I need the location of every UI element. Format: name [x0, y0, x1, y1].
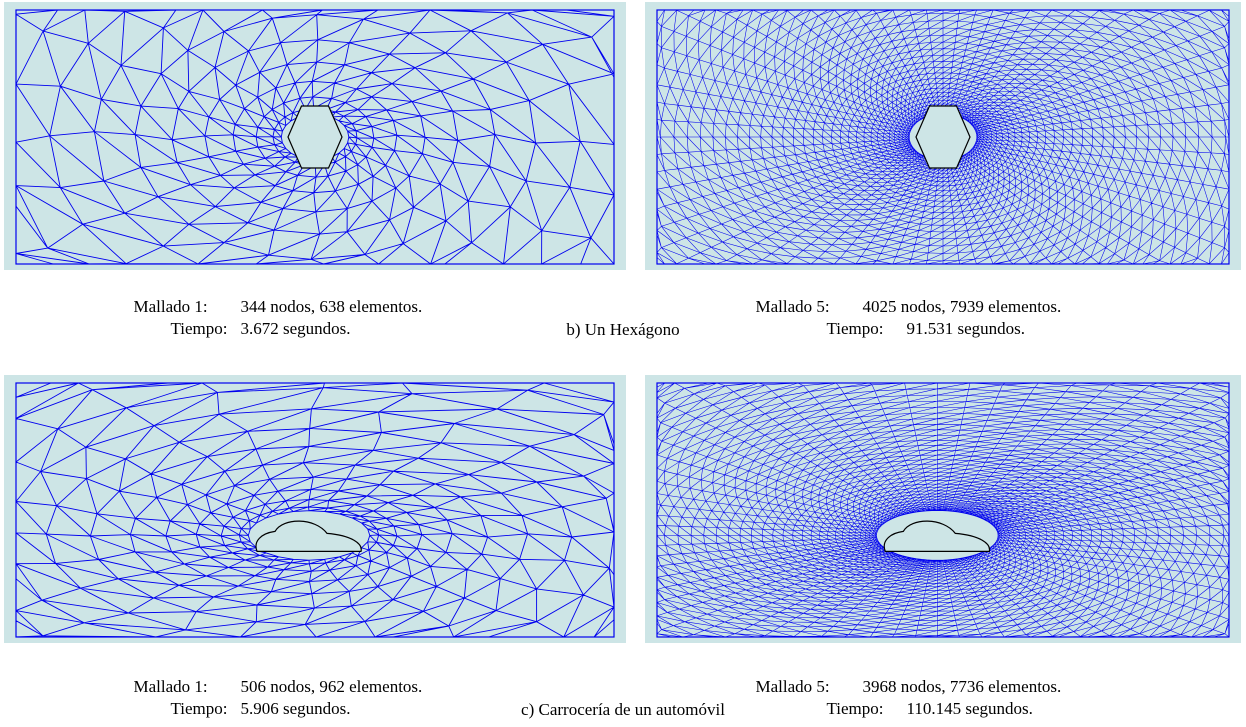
mesh-info: 4025 nodos, 7939 elementos.: [862, 297, 1062, 316]
time-caption: Tiempo: 110.145 segundos.: [818, 676, 1033, 720]
time-label: Tiempo:: [826, 699, 884, 718]
mesh-caption: Mallado 5: 3968 nodos, 7736 elementos.: [747, 654, 1062, 698]
time-caption: Tiempo: 91.531 segundos.: [818, 296, 1026, 340]
mesh-label: Mallado 1:: [133, 677, 208, 696]
domain-boundary: [656, 9, 1230, 265]
mesh-panel-car-fine: [645, 375, 1241, 643]
section-caption-car: c) Carrocería de un automóvil: [521, 700, 725, 719]
mesh-panel-car-coarse: [4, 375, 626, 643]
time-value: 3.672 segundos.: [240, 319, 351, 338]
domain-boundary: [15, 382, 615, 638]
mesh-label: Mallado 5:: [755, 677, 830, 696]
mesh-panel-hexagon-coarse: [4, 2, 626, 270]
mesh-figure: [4, 375, 626, 643]
hexagon-obstacle: [287, 105, 343, 169]
mesh-label: Mallado 5:: [755, 297, 830, 316]
domain-boundary: [15, 9, 615, 265]
mesh-panel-hexagon-fine: [645, 2, 1241, 270]
mesh-caption: Mallado 1: 344 nodos, 638 elementos.: [125, 274, 423, 318]
mesh-caption: Mallado 5: 4025 nodos, 7939 elementos.: [747, 274, 1062, 318]
mesh-figure: [645, 375, 1241, 643]
mesh-label: Mallado 1:: [133, 297, 208, 316]
section-caption-hexagon: b) Un Hexágono: [566, 320, 680, 339]
time-value: 5.906 segundos.: [240, 699, 351, 718]
time-value: 91.531 segundos.: [906, 319, 1026, 338]
time-label: Tiempo:: [170, 319, 228, 338]
mesh-figure: [645, 2, 1241, 270]
hexagon-obstacle: [915, 105, 971, 169]
time-value: 110.145 segundos.: [906, 699, 1033, 718]
car-body-obstacle: [255, 520, 362, 552]
car-body-obstacle: [883, 520, 990, 552]
time-caption: Tiempo: 5.906 segundos.: [162, 676, 351, 720]
domain-boundary: [656, 382, 1230, 638]
time-label: Tiempo:: [170, 699, 228, 718]
time-caption: Tiempo: 3.672 segundos.: [162, 296, 351, 340]
mesh-caption: Mallado 1: 506 nodos, 962 elementos.: [125, 654, 423, 698]
mesh-info: 3968 nodos, 7736 elementos.: [862, 677, 1062, 696]
mesh-info: 344 nodos, 638 elementos.: [240, 297, 423, 316]
mesh-figure: [4, 2, 626, 270]
time-label: Tiempo:: [826, 319, 884, 338]
mesh-info: 506 nodos, 962 elementos.: [240, 677, 423, 696]
